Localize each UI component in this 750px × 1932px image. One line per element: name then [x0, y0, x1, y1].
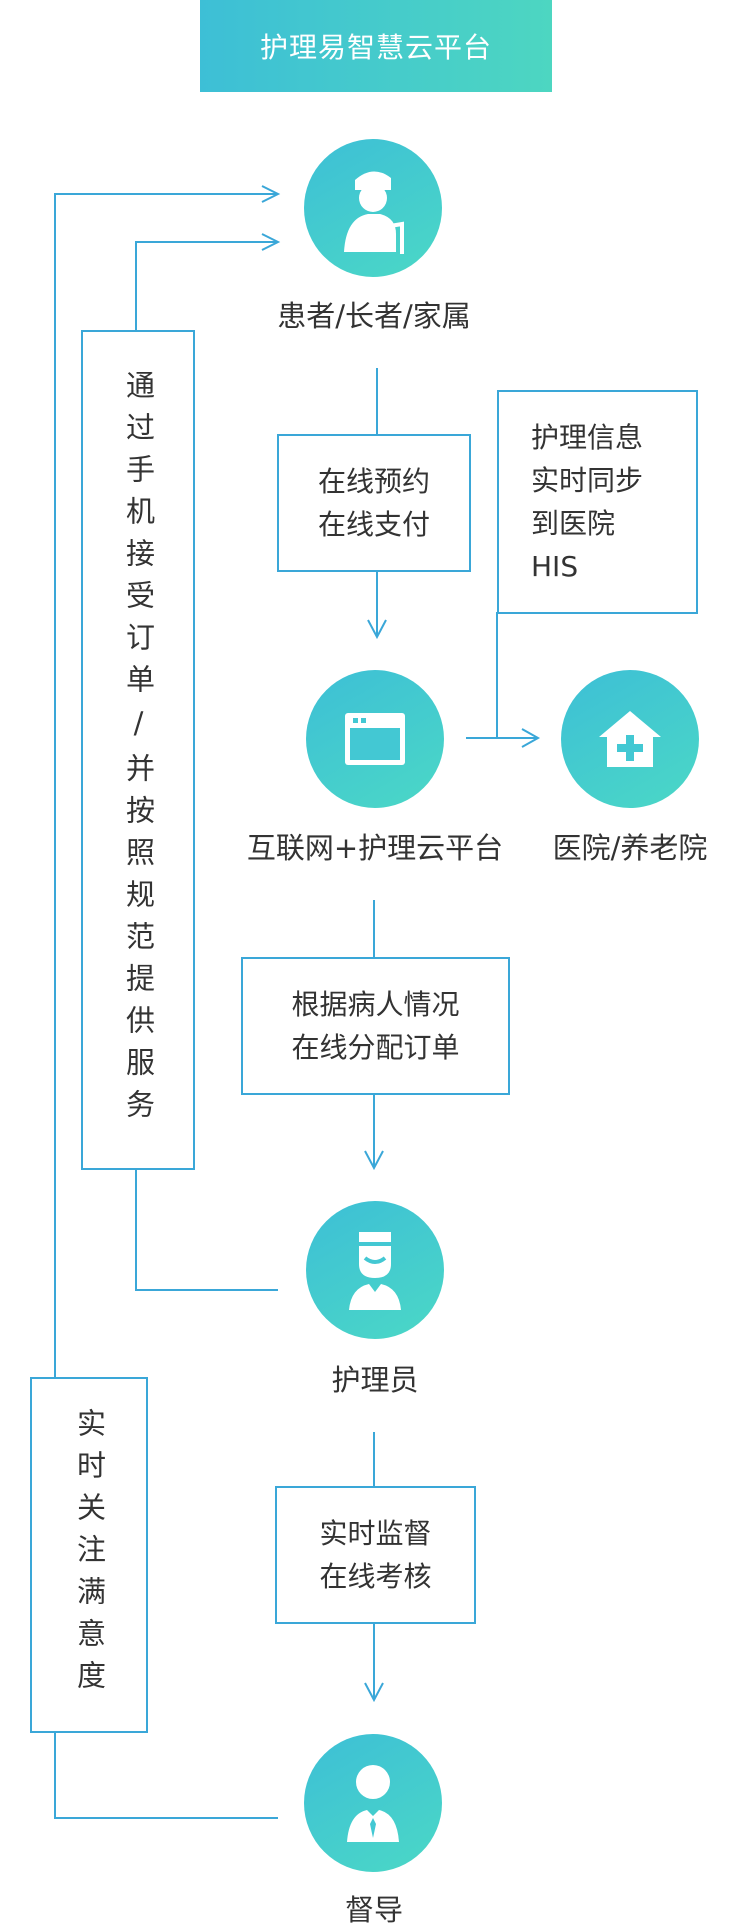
arrowhead [261, 233, 281, 251]
nurse-node [306, 1201, 444, 1339]
allocation-step-line: 在线分配订单 [291, 1031, 460, 1064]
satisfaction-box: 实时关注满意度 [30, 1377, 148, 1733]
his-sync-line: 护理信息 [531, 421, 644, 454]
platform-node [306, 670, 444, 808]
arrowhead [364, 1682, 384, 1703]
patient-label: 患者/长者/家属 [277, 299, 471, 333]
his-sync-line: 实时同步 [531, 464, 644, 497]
supervisor-node [304, 1734, 442, 1872]
nurse-icon [349, 1232, 401, 1310]
nurse-service-box: 通过手机接受订单/并按照规范提供服务 [81, 330, 195, 1170]
arrowhead [521, 728, 541, 748]
supervision-step-line: 实时监督 [319, 1517, 432, 1550]
his-sync-box: 护理信息 实时同步 到医院 HIS [497, 390, 698, 614]
allocation-step-line: 根据病人情况 [291, 988, 460, 1021]
his-sync-line: HIS [531, 550, 579, 583]
booking-step-line: 在线预约 [317, 465, 430, 498]
elderly-person-icon [344, 171, 404, 254]
arrowhead [367, 619, 387, 640]
arrowhead [364, 1150, 384, 1171]
nurse-label: 护理员 [331, 1363, 419, 1397]
hospital-label: 医院/养老院 [552, 831, 708, 865]
browser-window-icon [345, 713, 405, 765]
arrowhead [261, 185, 281, 203]
supervisor-label: 督导 [344, 1893, 404, 1927]
supervisor-icon [347, 1765, 399, 1842]
platform-label: 互联网+护理云平台 [246, 831, 504, 865]
satisfaction-loop-line [54, 193, 278, 1819]
booking-step-line: 在线支付 [317, 508, 430, 541]
nurse-service-text: 通过手机接受订单/并按照规范提供服务 [121, 369, 156, 1131]
allocation-step-box: 根据病人情况 在线分配订单 [241, 957, 510, 1095]
booking-step-box: 在线预约 在线支付 [277, 434, 471, 572]
satisfaction-text: 实时关注满意度 [72, 1408, 107, 1702]
page-title: 护理易智慧云平台 [200, 0, 552, 92]
supervision-step-box: 实时监督 在线考核 [275, 1486, 476, 1624]
his-sync-line: 到医院 [531, 507, 616, 540]
hospital-cross-icon [599, 711, 661, 767]
patient-node [304, 139, 442, 277]
supervision-step-line: 在线考核 [319, 1560, 432, 1593]
hospital-node [561, 670, 699, 808]
